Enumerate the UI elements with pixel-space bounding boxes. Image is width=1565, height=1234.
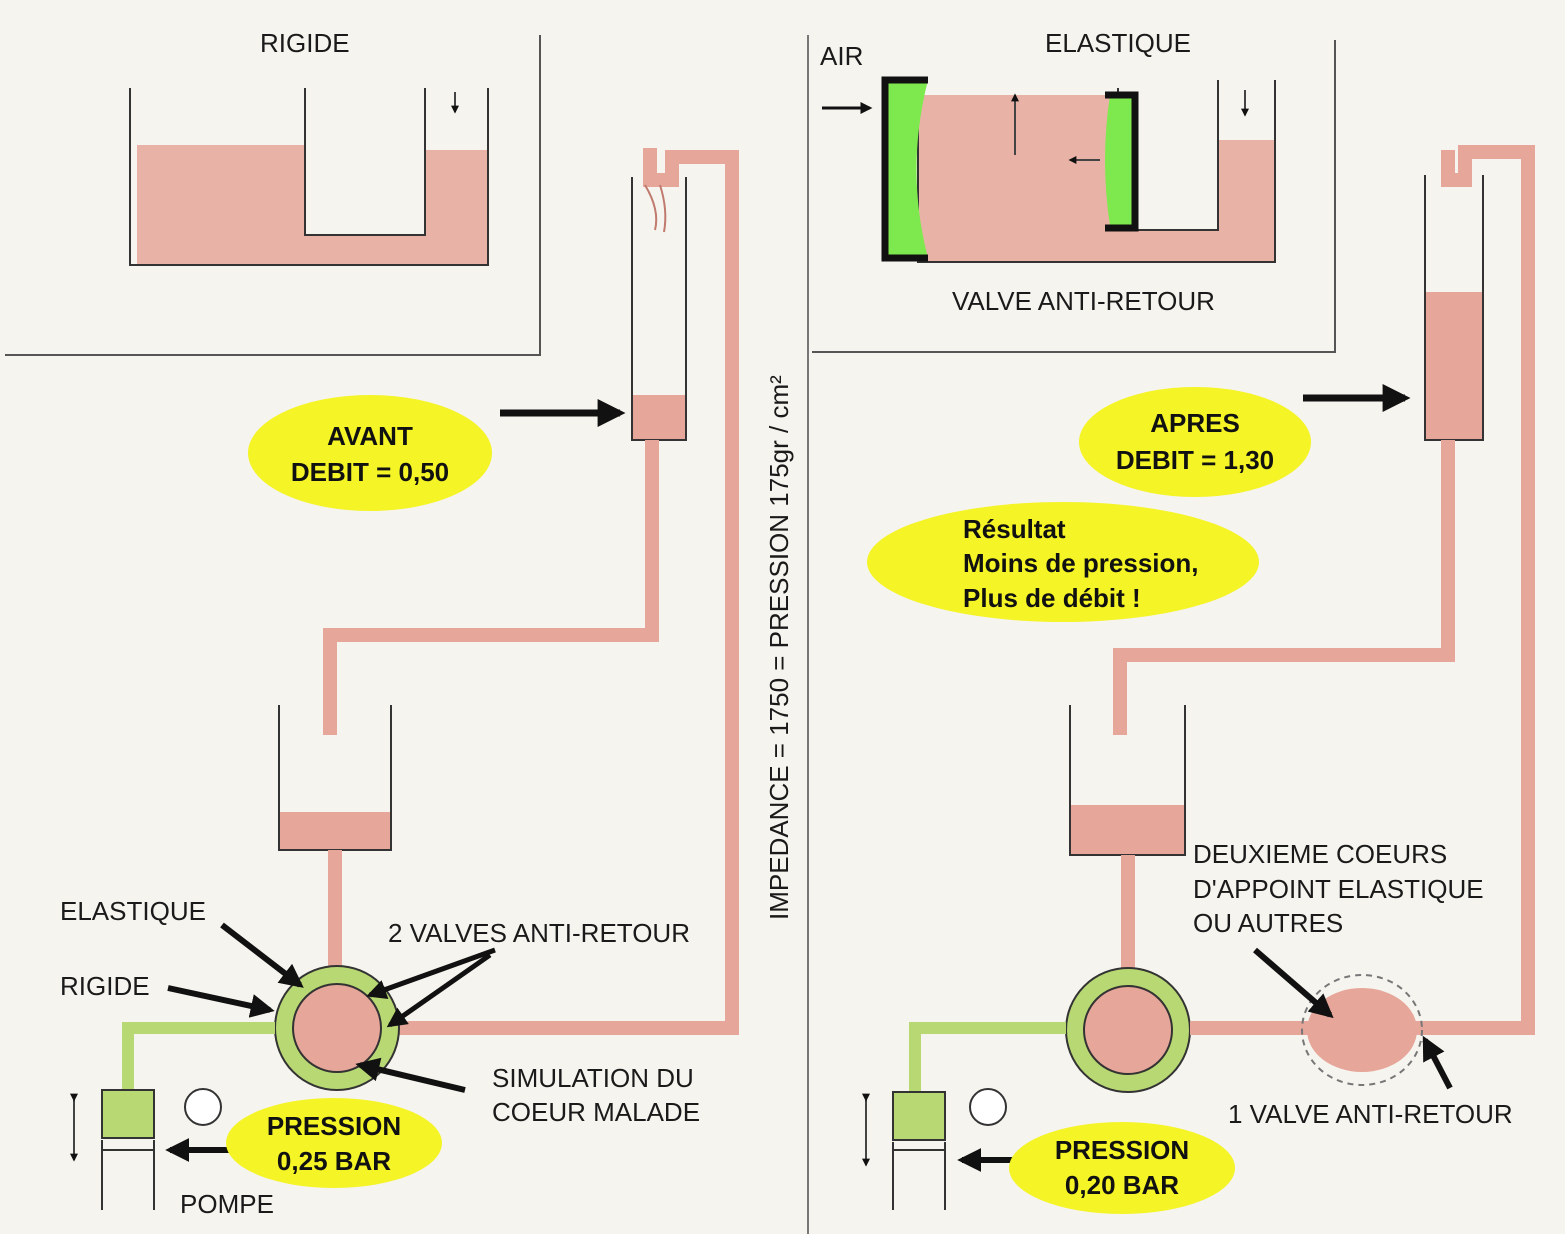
avant-badge: AVANT DEBIT = 0,50 [248, 395, 492, 511]
rigide-arrow-icon [167, 985, 275, 1018]
right-green-pipe [909, 1022, 1066, 1092]
right-panel: AIR ELASTIQUE VALVE ANTI-RETOUR [812, 28, 1535, 1214]
avant-badge-line1: AVANT [327, 421, 413, 451]
right-pressure-line1: PRESSION [1055, 1135, 1189, 1165]
pressure-gauge-icon [184, 1088, 222, 1126]
second-heart-arrow-icon [1253, 947, 1334, 1019]
apres-badge-line1: APRES [1150, 408, 1240, 438]
apres-badge-line2: DEBIT = 1,30 [1116, 445, 1274, 475]
avant-badge-line2: DEBIT = 0,50 [291, 457, 449, 487]
label-one-valve: 1 VALVE ANTI-RETOUR [1228, 1099, 1513, 1129]
apres-badge: APRES DEBIT = 1,30 [1079, 387, 1311, 497]
result-badge-line1: Résultat [963, 514, 1066, 544]
elastique-arrow-icon [220, 922, 304, 988]
left-bracket [881, 76, 928, 262]
left-lower-reservoir [278, 705, 392, 975]
right-pressure-badge: PRESSION 0,20 BAR [1009, 1122, 1235, 1214]
pressure-gauge-right-icon [969, 1088, 1007, 1126]
left-inset-title: RIGIDE [260, 28, 350, 58]
valve-anti-retour-label: VALVE ANTI-RETOUR [952, 286, 1215, 316]
label-pompe: POMPE [180, 1189, 274, 1219]
label-rigide: RIGIDE [60, 971, 150, 1001]
left-green-pipe [122, 1022, 275, 1090]
label-second-heart-3: OU AUTRES [1193, 908, 1343, 938]
label-second-heart-2: D'APPOINT ELASTIQUE [1193, 874, 1484, 904]
label-elastique: ELASTIQUE [60, 896, 206, 926]
simulation-arrow-icon [355, 1057, 466, 1093]
left-panel: RIGIDE [5, 28, 739, 1219]
left-top-reservoir [323, 148, 739, 1035]
air-label: AIR [820, 41, 863, 71]
left-pressure-line2: 0,25 BAR [277, 1146, 391, 1176]
rigid-u-tank [129, 88, 489, 266]
right-lower-reservoir [1069, 705, 1186, 975]
left-pump [70, 1088, 222, 1210]
impedance-label: IMPEDANCE = 1750 = PRESSION 175gr / cm² [764, 375, 794, 920]
label-second-heart-1: DEUXIEME COEURS [1193, 839, 1447, 869]
right-heart [1065, 967, 1191, 1093]
second-heart [1301, 974, 1423, 1086]
result-badge-line3: Plus de débit ! [963, 583, 1141, 613]
result-badge-line2: Moins de pression, [963, 548, 1199, 578]
label-simulation-2: COEUR MALADE [492, 1097, 700, 1127]
valve-arrow-1-icon [366, 947, 496, 999]
right-pressure-line2: 0,20 BAR [1065, 1170, 1179, 1200]
right-pump [862, 1088, 1007, 1210]
right-top-reservoir [1113, 145, 1535, 1035]
label-simulation-1: SIMULATION DU [492, 1063, 694, 1093]
valve-arrow-2-icon [386, 952, 492, 1028]
left-pressure-badge: PRESSION 0,25 BAR [226, 1098, 442, 1188]
result-badge: Résultat Moins de pression, Plus de débi… [867, 502, 1259, 622]
right-inset-frame [812, 40, 1336, 353]
right-bracket [1105, 91, 1139, 232]
elastic-tank [822, 76, 1276, 263]
one-valve-arrow-icon [1422, 1035, 1453, 1090]
right-inset-title: ELASTIQUE [1045, 28, 1191, 58]
label-two-valves: 2 VALVES ANTI-RETOUR [388, 918, 690, 948]
left-inset-frame [5, 35, 541, 356]
left-pressure-line1: PRESSION [267, 1111, 401, 1141]
